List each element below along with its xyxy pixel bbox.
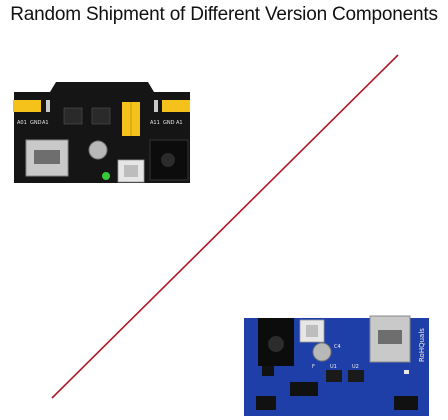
capacitor: [312, 342, 332, 362]
silk-label: A1: [176, 120, 183, 126]
silk-label: C4: [334, 344, 341, 350]
silk-label: U2: [352, 364, 359, 370]
silk-label: GND: [30, 120, 42, 126]
page-title: Random Shipment of Different Version Com…: [10, 4, 438, 25]
brand-label: RoHQuals: [418, 328, 426, 362]
black-power-board: A01 GND A1 A11 GND A1: [13, 82, 190, 183]
blue-power-board: RoHQuals U1 U2 F C4: [244, 315, 429, 416]
silk-label: A01: [17, 120, 27, 126]
voltage-regulator: [348, 370, 364, 382]
dc-jack: [149, 139, 189, 181]
capacitor: [88, 140, 108, 160]
pin-header: [262, 366, 274, 376]
silk-label: F: [312, 364, 315, 370]
voltage-regulator: [326, 370, 342, 382]
pin-header: [394, 396, 418, 410]
yellow-jumper: [13, 100, 41, 112]
silk-label: GND: [163, 120, 175, 126]
silk-label: U1: [330, 364, 337, 370]
led: [102, 172, 110, 180]
pin-header: [290, 382, 318, 396]
voltage-regulator: [91, 107, 111, 125]
yellow-jumper: [162, 100, 190, 112]
silk-label: A1: [42, 120, 49, 126]
divider-line: [51, 54, 399, 399]
led: [404, 370, 409, 374]
silk-label: A11: [150, 120, 160, 126]
pin-header: [256, 396, 276, 410]
voltage-regulator: [63, 107, 83, 125]
